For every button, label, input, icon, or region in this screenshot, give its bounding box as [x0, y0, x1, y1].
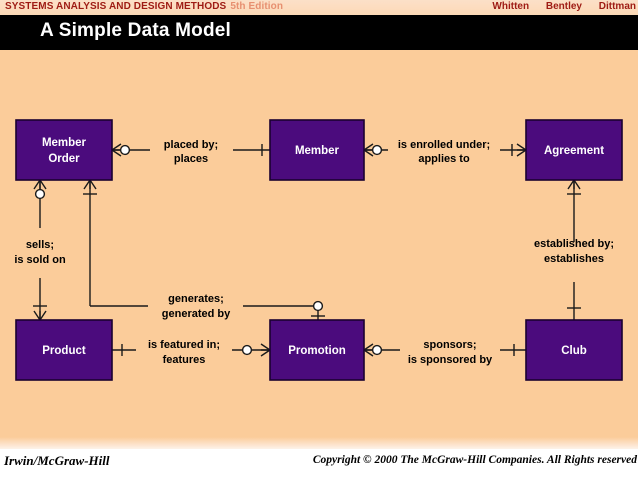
- author-dittman: Dittman: [598, 1, 636, 12]
- rel-label-line1: generates;: [168, 293, 224, 305]
- rel-label-line2: features: [163, 354, 206, 366]
- rel-label-line1: placed by;: [164, 139, 218, 151]
- marker-one-or-many: [83, 179, 97, 195]
- rel-label-line1: is featured in;: [148, 339, 220, 351]
- rel-label-order-member: placed by; places: [164, 139, 218, 165]
- entity-label-line1: Agreement: [544, 145, 604, 157]
- marker-one-or-many: [567, 179, 581, 195]
- entity-product[interactable]: Product: [15, 319, 113, 381]
- entity-agreement[interactable]: Agreement: [525, 119, 623, 181]
- rel-label-order-product: sells; is sold on: [14, 239, 66, 266]
- rel-label-agreement-club: established by; establishes: [534, 238, 614, 265]
- entity-box[interactable]: [269, 319, 365, 381]
- rel-label-line2: applies to: [418, 153, 470, 165]
- entity-label-line1: Product: [42, 345, 86, 357]
- author-whitten: Whitten: [492, 1, 530, 12]
- rel-label-product-promotion: is featured in; features: [148, 339, 220, 366]
- entity-box[interactable]: [15, 119, 113, 181]
- marker-zero-or-many: [111, 143, 131, 157]
- entity-member[interactable]: Member: [269, 119, 365, 181]
- rel-label-line1: sponsors;: [423, 339, 476, 351]
- marker-zero-or-many: [363, 143, 383, 157]
- rel-label-line1: established by;: [534, 238, 614, 250]
- author-bentley: Bentley: [545, 1, 582, 12]
- rel-label-order-promotion: generates; generated by: [162, 293, 231, 320]
- rel-label-line2: is sold on: [14, 254, 66, 266]
- marker-zero-or-one: [311, 300, 325, 317]
- footer-gradient-band: [0, 437, 638, 449]
- entity-label-line1: Promotion: [288, 345, 346, 357]
- entity-box[interactable]: [525, 119, 623, 181]
- rel-label-line2: establishes: [544, 253, 604, 265]
- relationship-labels: placed by; places is enrolled under; app…: [14, 139, 614, 366]
- entity-label-line1: Club: [561, 345, 587, 357]
- entity-box[interactable]: [525, 319, 623, 381]
- entity-member-order[interactable]: Member Order: [15, 119, 113, 181]
- rel-label-line2: is sponsored by: [408, 354, 493, 366]
- marker-zero-or-many: [363, 343, 383, 357]
- authors: Whitten Bentley Dittman: [478, 1, 636, 12]
- footer: Irwin/McGraw-Hill Copyright © 2000 The M…: [0, 449, 638, 479]
- edition-label: 5th Edition: [230, 1, 284, 12]
- entity-boxes: Member Order Member Agreement Product: [15, 119, 623, 381]
- marker-one-or-many: [33, 305, 47, 321]
- rel-label-line1: sells;: [26, 239, 54, 251]
- rel-label-line2: generated by: [162, 308, 231, 320]
- entity-label-line1: Member: [42, 137, 87, 149]
- entity-club[interactable]: Club: [525, 319, 623, 381]
- page-title: A Simple Data Model: [40, 20, 232, 41]
- copyright-label: Copyright © 2000 The McGraw-Hill Compani…: [312, 454, 637, 466]
- marker-zero-or-many: [33, 179, 47, 200]
- rel-label-line2: places: [174, 153, 208, 165]
- marker-zero-or-many: [241, 343, 271, 357]
- entity-label-line1: Member: [295, 145, 340, 157]
- entity-box[interactable]: [15, 319, 113, 381]
- entity-box[interactable]: [269, 119, 365, 181]
- diagram-canvas: Member Order Member Agreement Product: [0, 50, 638, 437]
- publisher-label: Irwin/McGraw-Hill: [4, 453, 110, 468]
- title-bar: [0, 15, 638, 50]
- cardinality-markers: [33, 143, 581, 357]
- rel-label-promotion-club: sponsors; is sponsored by: [408, 339, 493, 366]
- entity-promotion[interactable]: Promotion: [269, 319, 365, 381]
- marker-one-or-many: [511, 143, 527, 157]
- rel-label-line1: is enrolled under;: [398, 139, 490, 151]
- entity-label-line2: Order: [48, 153, 80, 165]
- book-title-text: SYSTEMS ANALYSIS AND DESIGN METHODS: [5, 1, 227, 12]
- rel-label-member-agreement: is enrolled under; applies to: [398, 139, 490, 165]
